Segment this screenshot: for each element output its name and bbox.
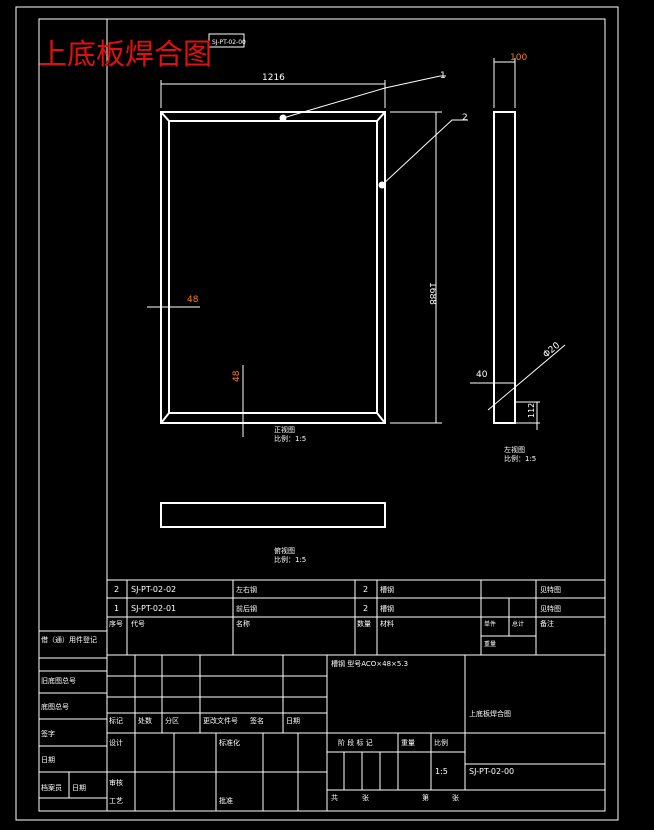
tb-mark: 标记 <box>109 716 123 725</box>
tb-part-name: 上底板焊合图 <box>469 709 511 718</box>
tb-ratio: 比例 <box>434 738 448 747</box>
bom-h-single: 单件 <box>484 620 496 628</box>
bom-r1-seq: 2 <box>114 585 119 594</box>
dim-1216: 1216 <box>262 73 285 83</box>
bom-h-note: 备注 <box>540 619 554 628</box>
dim-48-left: 48 <box>187 295 199 305</box>
tb-sheet: 张 <box>362 793 369 802</box>
dim-40: 40 <box>476 370 488 380</box>
tb-sign: 签名 <box>250 716 264 725</box>
tb-sheet-total: 共 <box>331 793 338 802</box>
outer-border <box>15 6 619 821</box>
bom-r2-seq: 1 <box>114 604 119 613</box>
bom-h-weight: 重量 <box>484 640 496 648</box>
tb-approve: 批准 <box>219 796 233 805</box>
bom-r2-note: 见特图 <box>540 604 561 613</box>
ls-r2: 旧底图总号 <box>41 676 76 685</box>
top-view-name: 俯视图 <box>274 546 295 555</box>
left-view-scale: 比例：1:5 <box>504 454 536 463</box>
bom-h-seq: 序号 <box>109 619 123 628</box>
leader-1 <box>282 75 446 119</box>
bom-r2-material: 槽钢 <box>380 604 394 613</box>
drawing-number-text: SJ-PT-02-00 <box>212 39 246 46</box>
bom-h-total: 总计 <box>512 620 524 628</box>
dim-dia20: Φ20 <box>542 341 563 361</box>
title-block <box>107 655 605 811</box>
tb-change-doc: 更改文件号 <box>203 716 238 725</box>
dim-100: 100 <box>510 53 527 63</box>
ls-r1: 借（通）用件登记 <box>41 635 97 644</box>
tb-check: 审核 <box>109 778 123 787</box>
bom-r1-material: 槽钢 <box>380 585 394 594</box>
dim-1688: 1688 <box>427 282 437 305</box>
tb-zone: 分区 <box>165 716 179 725</box>
tb-date: 日期 <box>286 717 300 725</box>
front-view <box>160 111 386 424</box>
tb-design: 设计 <box>109 738 123 747</box>
bom-r1-code: SJ-PT-02-02 <box>131 585 176 594</box>
bom-r1-name: 左右钢 <box>236 585 257 594</box>
tb-craft: 工艺 <box>109 797 123 805</box>
tb-sheet-no: 第 <box>422 793 429 802</box>
bom-r2-qty: 2 <box>363 604 368 613</box>
bom-h-qty: 数量 <box>357 619 371 628</box>
ls-r4: 签字 <box>41 729 55 738</box>
tb-sheet-no-unit: 张 <box>452 793 459 802</box>
bom-r1-note: 见特图 <box>540 585 561 594</box>
tb-doc-no: SJ-PT-02-00 <box>469 767 514 776</box>
tb-count: 处数 <box>138 716 152 725</box>
tb-stage-marks: 阶 段 标 记 <box>338 738 373 747</box>
callout-1: 1 <box>440 71 446 81</box>
bom-r1-qty: 2 <box>363 585 368 594</box>
bom-h-code: 代号 <box>131 619 145 628</box>
callout-2: 2 <box>462 113 468 123</box>
callout-dot-2 <box>378 181 386 189</box>
ls-r5: 日期 <box>41 756 55 764</box>
bom-r2-name: 前后钢 <box>236 604 257 613</box>
dim-112: 112 <box>527 403 536 418</box>
bom-h-material: 材料 <box>380 619 394 628</box>
front-view-name: 正视图 <box>274 425 295 434</box>
left-strip <box>39 630 107 799</box>
ls-r6a: 档案员 <box>41 783 62 792</box>
tb-material-spec: 槽钢 型号ACO×48×5.3 <box>331 659 408 668</box>
tb-scale: 1:5 <box>435 767 448 776</box>
tb-standardize: 标准化 <box>219 738 240 747</box>
front-view-scale: 比例：1:5 <box>274 434 306 443</box>
drawing-number-box <box>208 33 245 48</box>
leader-2 <box>381 119 468 186</box>
top-view-scale: 比例：1:5 <box>274 555 306 564</box>
left-view-name: 左视图 <box>504 445 525 454</box>
bom-r2-code: SJ-PT-02-01 <box>131 604 176 613</box>
dim-48-bottom: 48 <box>232 370 242 382</box>
tb-weight: 重量 <box>401 739 415 747</box>
ls-r3: 底图总号 <box>41 702 69 711</box>
side-view <box>470 58 566 430</box>
drawing-title: 上底板焊合图 <box>38 37 212 71</box>
bom-h-name: 名称 <box>236 619 250 628</box>
callout-dot-1 <box>279 114 287 122</box>
bom-table <box>107 579 605 656</box>
inner-border <box>38 18 606 812</box>
ls-r6b: 日期 <box>72 784 86 792</box>
top-view <box>160 502 386 528</box>
